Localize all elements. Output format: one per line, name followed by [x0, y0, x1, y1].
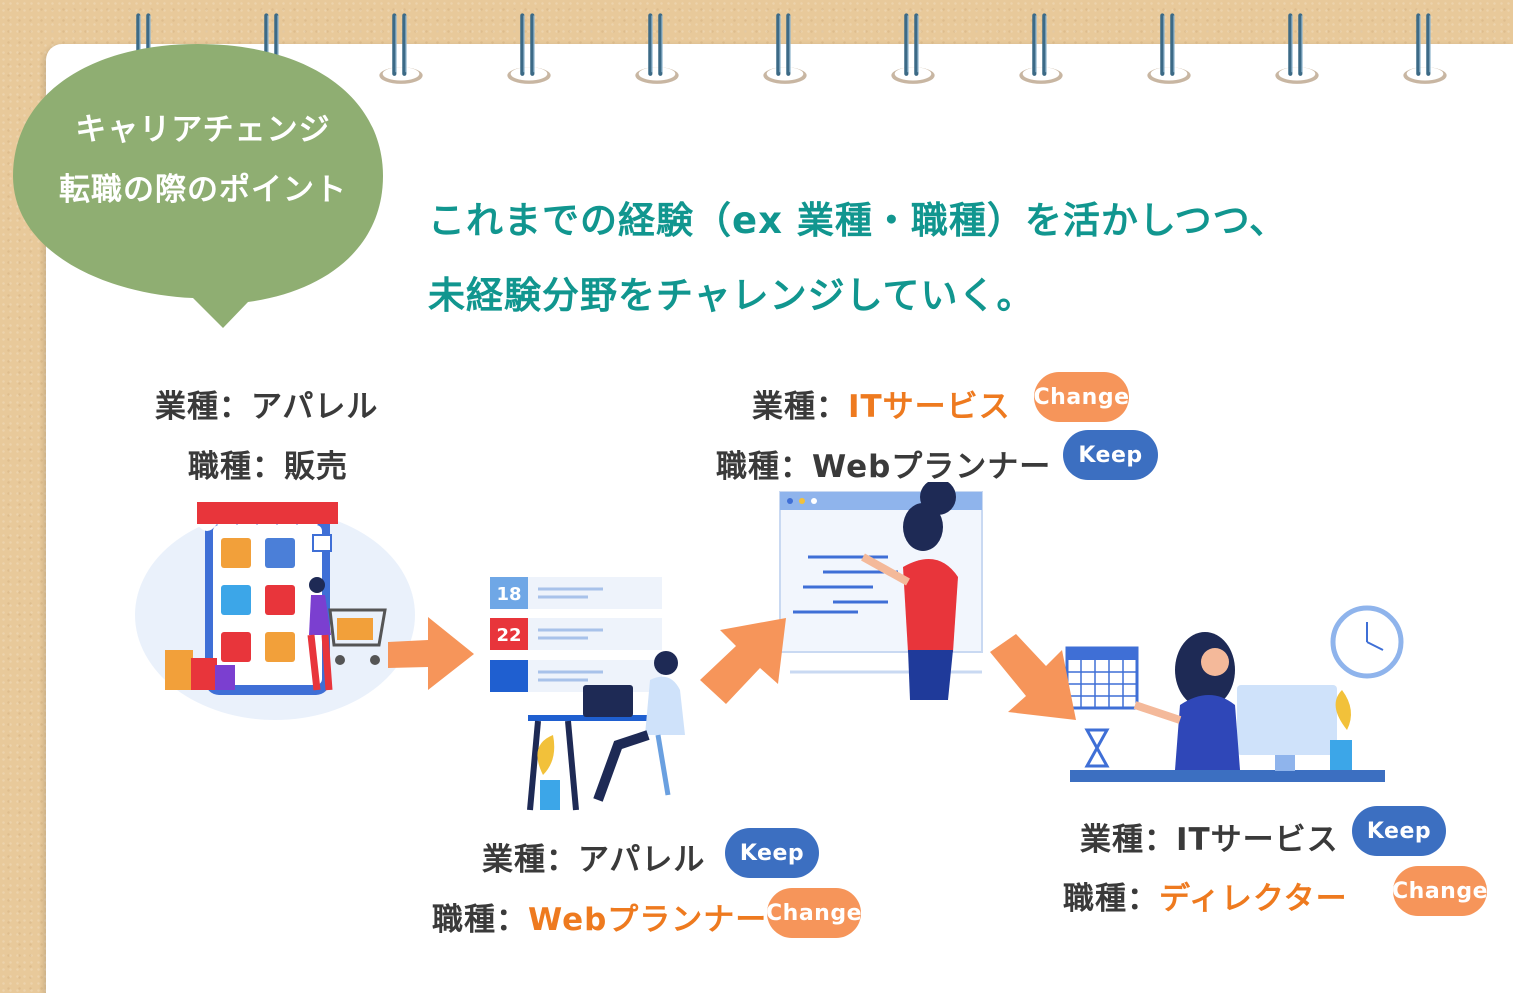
spiral-ring-8: [1019, 13, 1063, 84]
director-icon: [1065, 605, 1404, 782]
stage2-job-label: 職種：Webプランナー: [432, 894, 767, 939]
job-value: Webプランナー: [528, 902, 768, 938]
industry-prefix: 業種：: [482, 842, 578, 878]
industry-prefix: 業種：: [155, 389, 251, 425]
job-value: 販売: [284, 449, 348, 485]
speech-bubble: キャリアチェンジ 転職の際のポイント: [8, 36, 388, 336]
industry-value: アパレル: [578, 842, 706, 878]
spiral-ring-7: [891, 13, 935, 84]
spiral-ring-5: [635, 13, 679, 84]
stage4-change-badge: Change: [1392, 866, 1488, 916]
stage1-industry-label: 業種：アパレル: [155, 381, 378, 426]
job-value: Webプランナー: [812, 449, 1052, 485]
svg-text:18: 18: [496, 584, 521, 605]
desk-worker-icon: 18 22: [490, 577, 685, 811]
arrow-1-icon: [388, 617, 474, 690]
stage4-keep-badge: Keep: [1352, 806, 1446, 856]
spiral-ring-6: [763, 13, 807, 84]
stage2-keep-badge: Keep: [725, 828, 819, 878]
job-prefix: 職種：: [716, 449, 812, 485]
bubble-title-line1: キャリアチェンジ: [75, 112, 331, 148]
headline-line2: 未経験分野をチャレンジしていく。: [428, 274, 1035, 317]
industry-prefix: 業種：: [1080, 822, 1176, 858]
job-prefix: 職種：: [188, 449, 284, 485]
shop-icon: [135, 502, 415, 720]
job-prefix: 職種：: [432, 902, 528, 938]
stage4-job-label: 職種：ディレクター: [1063, 873, 1348, 918]
stage4-industry-label: 業種：ITサービス: [1080, 814, 1339, 859]
spiral-ring-4: [507, 13, 551, 84]
stage1-job-label: 職種：販売: [188, 441, 348, 486]
headline-line1: これまでの経験（ex 業種・職種）を活かしつつ、: [428, 199, 1288, 242]
industry-value: アパレル: [251, 389, 379, 425]
stage3-keep-badge: Keep: [1063, 430, 1158, 480]
arrow-2-icon: [700, 618, 786, 704]
stage3-change-badge: Change: [1034, 372, 1129, 422]
spiral-ring-9: [1147, 13, 1191, 84]
job-prefix: 職種：: [1063, 881, 1159, 917]
stage2-change-badge: Change: [766, 888, 862, 938]
stage3-industry-label: 業種：ITサービス: [752, 381, 1011, 426]
industry-value: ITサービス: [1176, 822, 1339, 858]
stage3-job-label: 職種：Webプランナー: [716, 441, 1051, 486]
industry-prefix: 業種：: [752, 389, 848, 425]
job-value: ディレクター: [1159, 881, 1348, 917]
arrow-3-icon: [990, 634, 1076, 720]
spiral-ring-11: [1403, 13, 1447, 84]
bubble-title-line2: 転職の際のポイント: [59, 172, 347, 208]
stage2-industry-label: 業種：アパレル: [482, 834, 705, 879]
svg-text:22: 22: [496, 625, 521, 646]
spiral-ring-10: [1275, 13, 1319, 84]
industry-value: ITサービス: [848, 389, 1011, 425]
presenter-icon: [779, 482, 983, 700]
spiral-ring-3: [379, 13, 423, 84]
